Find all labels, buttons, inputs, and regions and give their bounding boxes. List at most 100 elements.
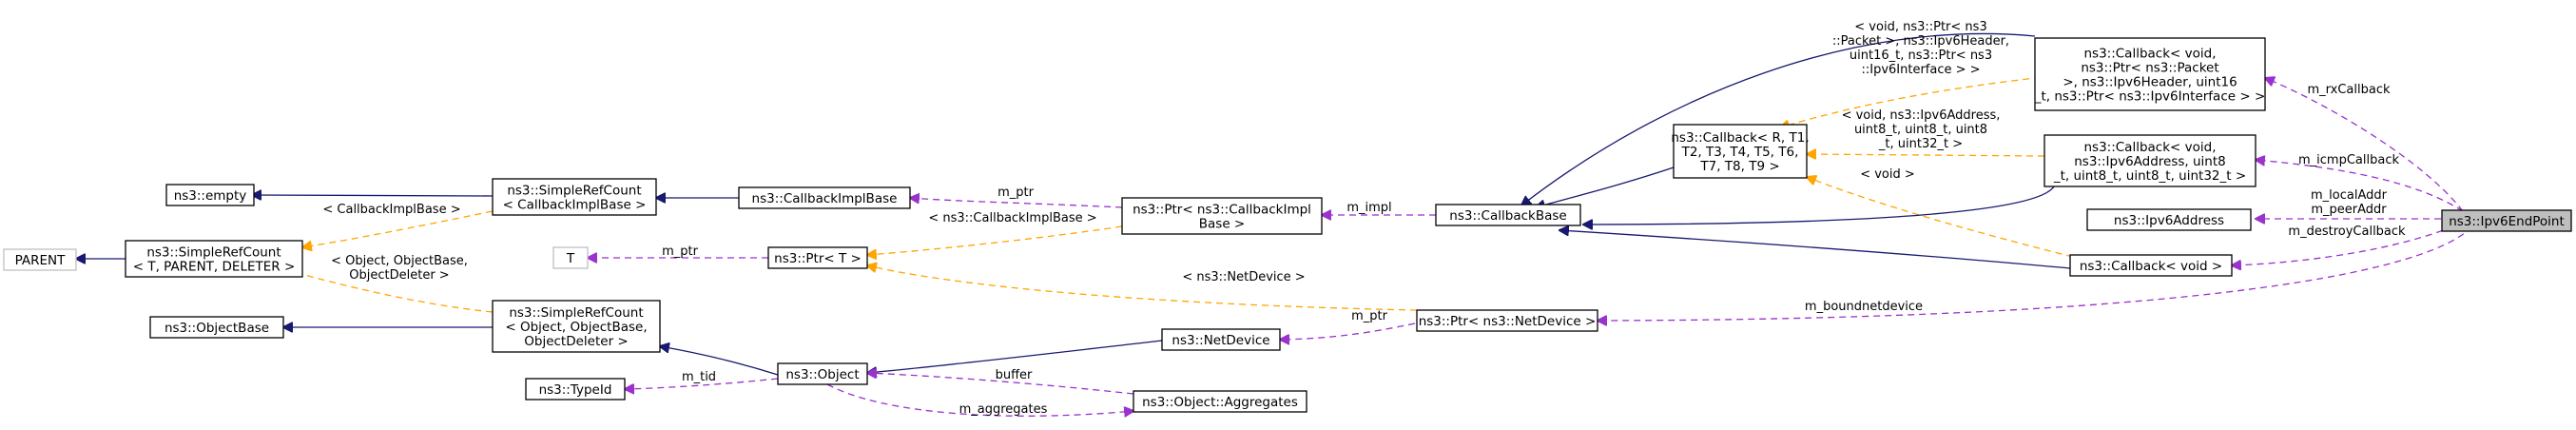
edge-label-line: < ns3::NetDevice > — [1182, 270, 1305, 284]
node-netdevice[interactable]: ns3::NetDevice — [1161, 328, 1281, 351]
edge-buffer — [867, 373, 1134, 395]
node-box — [3, 248, 77, 271]
edge-label-line: < CallbackImplBase > — [322, 203, 460, 217]
edge-label-line: m_destroyCallback — [2288, 225, 2406, 239]
edge-label-ptr-netdevice: m_ptr — [1351, 309, 1388, 323]
node-objectbase[interactable]: ns3::ObjectBase — [149, 316, 284, 339]
node-ptr-netdevice[interactable]: ns3::Ptr< ns3::NetDevice > — [1416, 309, 1598, 332]
node-box — [1121, 197, 1323, 235]
node-empty[interactable]: ns3::empty — [165, 184, 255, 206]
node-simplerefcount-cib[interactable]: ns3::SimpleRefCount< CallbackImplBase > — [492, 178, 657, 216]
edge-label-line: ::Ipv6Interface > > — [1861, 63, 1980, 77]
edge-label-line: m_icmpCallback — [2298, 153, 2399, 167]
node-box — [525, 378, 626, 401]
node-typeid[interactable]: ns3::TypeId — [525, 378, 626, 401]
node-ptr-t[interactable]: ns3::Ptr< T > — [767, 246, 868, 269]
node-box — [149, 316, 284, 339]
edge-label-line: < void, ns3::Ptr< ns3 — [1854, 20, 1986, 34]
node-label-line: ns3::Ipv6Address, uint8 — [2074, 154, 2226, 169]
node-box — [2441, 209, 2572, 232]
node-label-line: ns3::CallbackImplBase — [752, 191, 898, 206]
node-box — [1416, 309, 1598, 332]
node-parent: PARENT — [3, 248, 77, 271]
node-label-line: ns3::Ptr< T > — [774, 251, 862, 266]
edge-label-line: m_aggregates — [959, 402, 1048, 417]
edge-label-line: m_tid — [682, 370, 716, 384]
edge-tmpl-void — [1807, 177, 2074, 258]
node-ptr-callbackimplbase[interactable]: ns3::Ptr< ns3::CallbackImplBase > — [1121, 197, 1323, 235]
edge-label-tmpl-ptr-cib: < ns3::CallbackImplBase > — [928, 211, 1096, 225]
node-label-line: ns3::Ptr< ns3::Packet — [2081, 61, 2218, 76]
edge-label-line: m_localAddr — [2311, 188, 2388, 203]
edge-inherit-object — [660, 346, 779, 376]
edge-m-tid — [625, 378, 779, 389]
node-box — [2034, 37, 2266, 111]
edge-label-impl: m_impl — [1346, 201, 1391, 215]
node-box — [2069, 254, 2233, 277]
node-label-line: >, ns3::Ipv6Header, uint16 — [2063, 75, 2237, 90]
node-object[interactable]: ns3::Object — [777, 362, 868, 385]
node-label-line: ns3::TypeId — [539, 382, 612, 398]
edge-label-icmp: m_icmpCallback — [2298, 153, 2399, 167]
edge-label-line: < Object, ObjectBase, — [331, 254, 468, 268]
edge-label-tmpl-icmp: < void, ns3::Ipv6Address,uint8_t, uint8_… — [1842, 108, 2001, 151]
node-ipv6-address[interactable]: ns3::Ipv6Address — [2086, 208, 2252, 231]
node-simplerefcount-generic[interactable]: ns3::SimpleRefCount< T, PARENT, DELETER … — [125, 240, 303, 278]
edge-label-line: < ns3::CallbackImplBase > — [928, 211, 1096, 225]
edge-inherit-cb-generic — [1536, 166, 1675, 207]
node-label-line: PARENT — [15, 253, 67, 268]
node-label-line: ns3::SimpleRefCount — [146, 245, 281, 261]
edge-label-line: < void, ns3::Ipv6Address, — [1842, 108, 2001, 123]
node-label-line: ns3::Object — [785, 367, 859, 382]
edge-ptr-callbackimplbase — [910, 198, 1123, 208]
node-label-line: ns3::Ptr< ns3::NetDevice > — [1419, 314, 1597, 329]
node-t: T — [552, 246, 589, 269]
node-simplerefcount-object[interactable]: ns3::SimpleRefCount< Object, ObjectBase,… — [492, 300, 661, 353]
node-label-line: ns3::SimpleRefCount — [509, 305, 643, 321]
edge-label-line: uint16_t, ns3::Ptr< ns3 — [1850, 49, 1992, 63]
node-callback-base[interactable]: ns3::CallbackBase — [1435, 204, 1581, 226]
node-label-line: ns3::Ptr< ns3::CallbackImpl — [1133, 203, 1311, 218]
edge-label-line: uint8_t, uint8_t, uint8 — [1854, 123, 1987, 137]
node-label-line: < Object, ObjectBase, — [505, 320, 647, 335]
edge-tmpl-icmp — [1807, 154, 2045, 156]
node-box — [492, 178, 657, 216]
edge-label-ptr-cib: m_ptr — [997, 186, 1035, 200]
node-label-line: ns3::CallbackBase — [1449, 208, 1566, 224]
node-label-line: ns3::NetDevice — [1172, 333, 1269, 348]
node-box — [777, 362, 868, 385]
node-box — [125, 240, 303, 278]
edge-tmpl-object — [287, 270, 494, 313]
edge-inherit-cb-rx — [1521, 32, 2036, 205]
node-cb-icmp[interactable]: ns3::Callback< void,ns3::Ipv6Address, ui… — [2043, 134, 2256, 187]
edge-tmpl-cib — [302, 210, 494, 247]
node-box — [1161, 328, 1281, 351]
edge-label-line: m_rxCallback — [2307, 83, 2390, 97]
node-label-line: T2, T3, T4, T5, T6, — [1681, 145, 1799, 160]
edge-label-rx: m_rxCallback — [2307, 83, 2390, 97]
node-label-line: ns3::Callback< void, — [2083, 140, 2216, 155]
edge-label-tmpl-rx: < void, ns3::Ptr< ns3::Packet >, ns3::Ip… — [1832, 20, 2009, 77]
edge-label-boundnetdevice: m_boundnetdevice — [1805, 300, 1923, 314]
edge-label-line: buffer — [996, 368, 1033, 382]
edge-tmpl-netdevice — [867, 265, 1418, 311]
edge-label-line: m_impl — [1346, 201, 1391, 215]
node-ipv6-endpoint: ns3::Ipv6EndPoint — [2441, 209, 2572, 232]
node-box — [738, 186, 911, 209]
node-object-aggregates[interactable]: ns3::Object::Aggregates — [1133, 390, 1307, 413]
node-cb-void[interactable]: ns3::Callback< void > — [2069, 254, 2233, 277]
node-label-line: ObjectDeleter > — [524, 334, 628, 349]
node-box — [552, 246, 589, 269]
node-label-line: ns3::Ipv6EndPoint — [2449, 214, 2565, 229]
edge-label-tmpl-cib: < CallbackImplBase > — [322, 203, 460, 217]
node-label-line: < T, PARENT, DELETER > — [133, 260, 296, 275]
node-box — [2086, 208, 2252, 231]
edge-label-tmpl-netdevice: < ns3::NetDevice > — [1182, 270, 1305, 284]
node-cb-generic[interactable]: ns3::Callback< R, T1,T2, T3, T4, T5, T6,… — [1671, 124, 1810, 179]
edge-label-tmpl-void: < void > — [1860, 167, 1915, 182]
node-label-line: _t, uint8_t, uint8_t, uint32_t > — [2053, 168, 2246, 184]
edge-tmpl-ptr-cib — [867, 225, 1123, 255]
edge-inherit-cb-icmp — [1583, 186, 2055, 225]
node-cb-rx[interactable]: ns3::Callback< void,ns3::Ptr< ns3::Packe… — [2034, 37, 2266, 111]
node-callbackimplbase[interactable]: ns3::CallbackImplBase — [738, 186, 911, 209]
